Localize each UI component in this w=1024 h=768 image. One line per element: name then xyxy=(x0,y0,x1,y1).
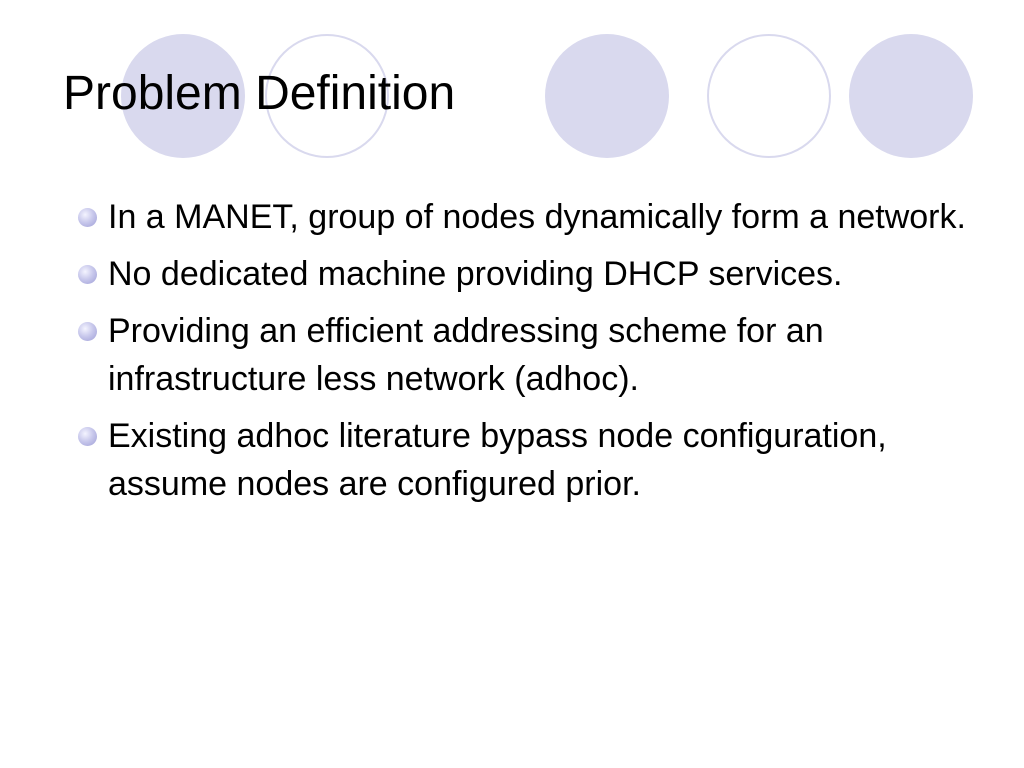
bullet-text: In a MANET, group of nodes dynamically f… xyxy=(108,198,966,236)
decorative-circle-filled-3 xyxy=(849,34,973,158)
bullet-text: No dedicated machine providing DHCP serv… xyxy=(108,255,843,293)
bullet-icon xyxy=(78,208,97,227)
decorative-circle-filled-1 xyxy=(121,34,245,158)
bullet-icon xyxy=(78,427,97,446)
decorative-circle-outline-2 xyxy=(707,34,831,158)
bullet-icon xyxy=(78,265,97,284)
bullet-item-2: No dedicated machine providing DHCP serv… xyxy=(74,250,984,298)
bullet-text: Providing an efficient addressing scheme… xyxy=(108,312,824,398)
decorative-circle-filled-2 xyxy=(545,34,669,158)
bullet-text: Existing adhoc literature bypass node co… xyxy=(108,417,887,503)
bullet-item-1: In a MANET, group of nodes dynamically f… xyxy=(74,193,984,241)
decorative-circle-outline-1 xyxy=(265,34,389,158)
slide-title: Problem Definition xyxy=(63,67,456,120)
bullet-item-4: Existing adhoc literature bypass node co… xyxy=(74,412,984,508)
bullet-icon xyxy=(78,322,97,341)
bullet-item-3: Providing an efficient addressing scheme… xyxy=(74,307,984,403)
bullet-list: In a MANET, group of nodes dynamically f… xyxy=(74,193,984,517)
